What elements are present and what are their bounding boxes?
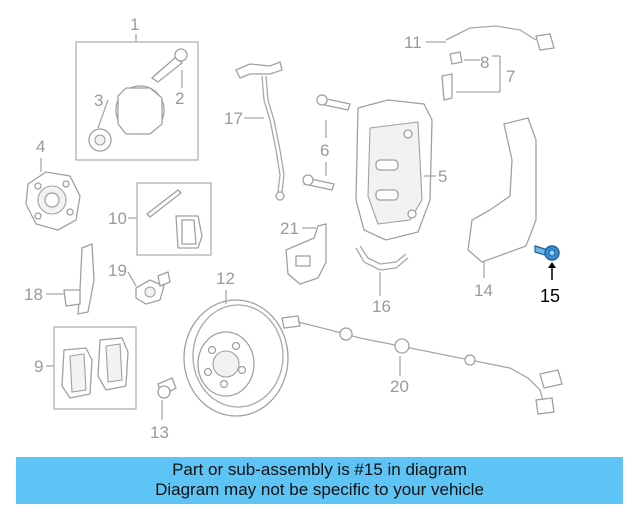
banner-line-1: Part or sub-assembly is #15 in diagram xyxy=(172,460,467,479)
callout-6: 6 xyxy=(320,141,329,160)
callout-15-arrow xyxy=(548,262,556,280)
callout-14: 14 xyxy=(474,281,493,300)
part-1-hub-bearing-group xyxy=(75,41,199,161)
callout-19: 19 xyxy=(108,261,127,280)
part-18-bracket xyxy=(63,243,95,315)
part-17-brake-hose xyxy=(235,61,285,201)
callout-21: 21 xyxy=(280,219,299,238)
callout-4: 4 xyxy=(36,137,45,156)
callout-13: 13 xyxy=(150,423,169,442)
callout-9: 9 xyxy=(34,357,43,376)
callout-1: 1 xyxy=(130,15,139,34)
part-5-brake-caliper xyxy=(355,99,433,241)
brake-parts-diagram: 1 2 3 4 10 9 18 xyxy=(24,15,563,442)
callout-17: 17 xyxy=(224,109,243,128)
callout-10: 10 xyxy=(108,209,127,228)
callout-3: 3 xyxy=(94,91,103,110)
banner-line-2: Diagram may not be specific to your vehi… xyxy=(155,480,484,499)
callout-5: 5 xyxy=(438,167,447,186)
part-8-bleeder-screw xyxy=(441,51,463,101)
part-19-sensor xyxy=(135,271,171,305)
callout-16: 16 xyxy=(372,297,391,316)
part-14-dust-shield xyxy=(467,117,537,263)
callout-15: 15 xyxy=(540,286,560,306)
part-6-caliper-bolts xyxy=(302,94,351,191)
part-13-bolt xyxy=(157,377,177,399)
info-banner: Part or sub-assembly is #15 in diagram D… xyxy=(16,457,623,504)
callout-11: 11 xyxy=(404,33,422,52)
callout-8: 8 xyxy=(480,53,489,72)
part-21-bracket xyxy=(285,223,327,285)
callout-18: 18 xyxy=(24,285,43,304)
part-12-brake-rotor xyxy=(183,299,289,417)
part-4-wheel-hub xyxy=(25,171,81,231)
callout-2: 2 xyxy=(175,89,184,108)
part-11-wear-sensor xyxy=(445,25,555,51)
callout-12: 12 xyxy=(216,269,235,288)
part-10-pad-hardware-group xyxy=(136,182,212,256)
callout-20: 20 xyxy=(390,377,409,396)
part-15-highlighted-bolt xyxy=(534,245,560,261)
callout-7: 7 xyxy=(506,67,515,86)
part-16-clip xyxy=(355,245,409,271)
part-9-brake-pads-group xyxy=(53,326,137,410)
part-20-sensor-cable xyxy=(281,315,563,415)
